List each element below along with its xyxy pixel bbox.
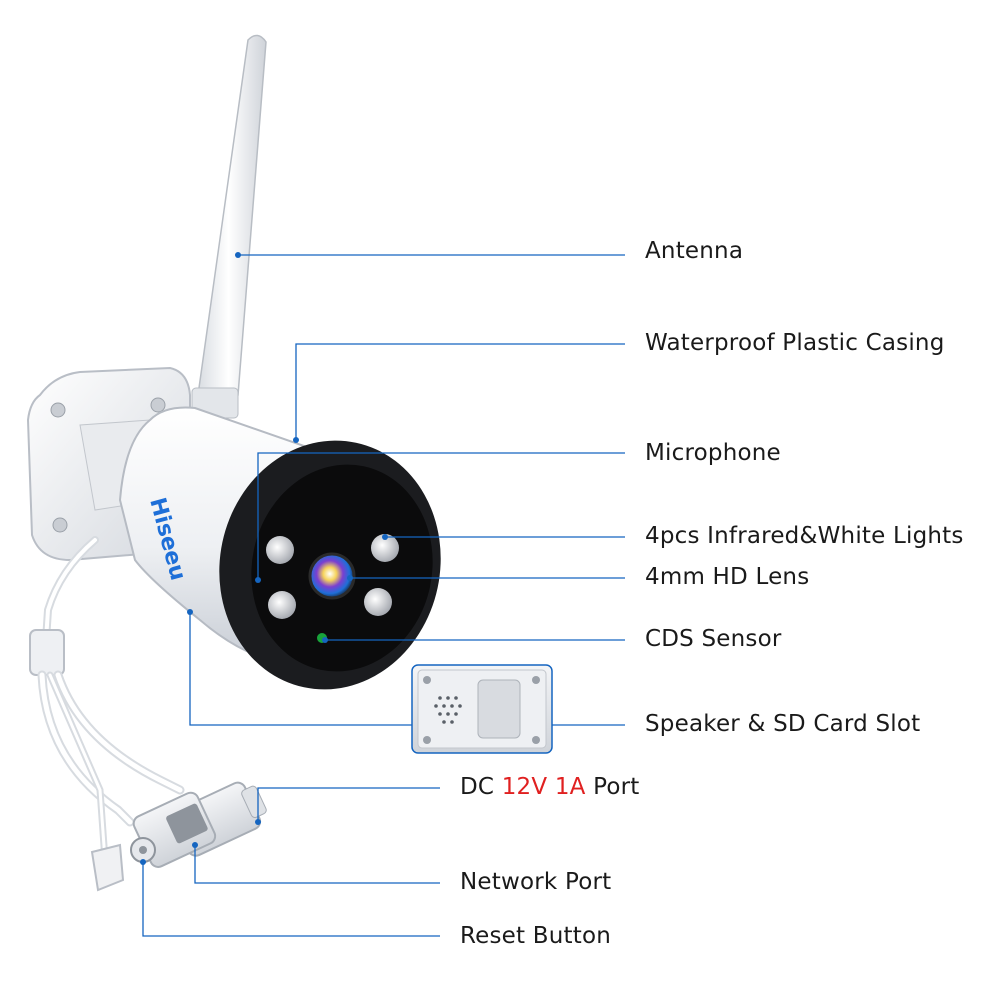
leader-network bbox=[194, 845, 440, 884]
label-network: Network Port bbox=[460, 869, 612, 895]
label-antenna: Antenna bbox=[645, 238, 744, 264]
dc-suffix: Port bbox=[593, 774, 640, 800]
leader-casing bbox=[295, 343, 625, 440]
label-casing: Waterproof Plastic Casing bbox=[645, 330, 945, 356]
camera-body: Hiseeu bbox=[118, 406, 441, 690]
label-cds: CDS Sensor bbox=[645, 626, 782, 652]
cable bbox=[29, 536, 185, 864]
dc-prefix: DC bbox=[460, 774, 495, 800]
label-speaker: Speaker & SD Card Slot bbox=[645, 711, 921, 737]
label-reset: Reset Button bbox=[460, 923, 612, 949]
leader-dots bbox=[140, 252, 388, 865]
leader-speaker-left bbox=[189, 612, 412, 726]
dc-current: 1A bbox=[554, 774, 586, 800]
label-dc-port: DC 12V 1A Port bbox=[460, 776, 640, 799]
leader-lines bbox=[142, 254, 625, 937]
leader-reset bbox=[142, 862, 440, 937]
speaker-sd-inset bbox=[411, 664, 553, 754]
label-microphone: Microphone bbox=[645, 440, 781, 466]
antenna bbox=[191, 34, 267, 419]
label-lens: 4mm HD Lens bbox=[645, 564, 810, 590]
dc-voltage: 12V bbox=[501, 774, 548, 800]
label-lights: 4pcs Infrared&White Lights bbox=[645, 523, 964, 549]
leader-microphone bbox=[257, 452, 625, 580]
leader-dc bbox=[257, 787, 440, 822]
